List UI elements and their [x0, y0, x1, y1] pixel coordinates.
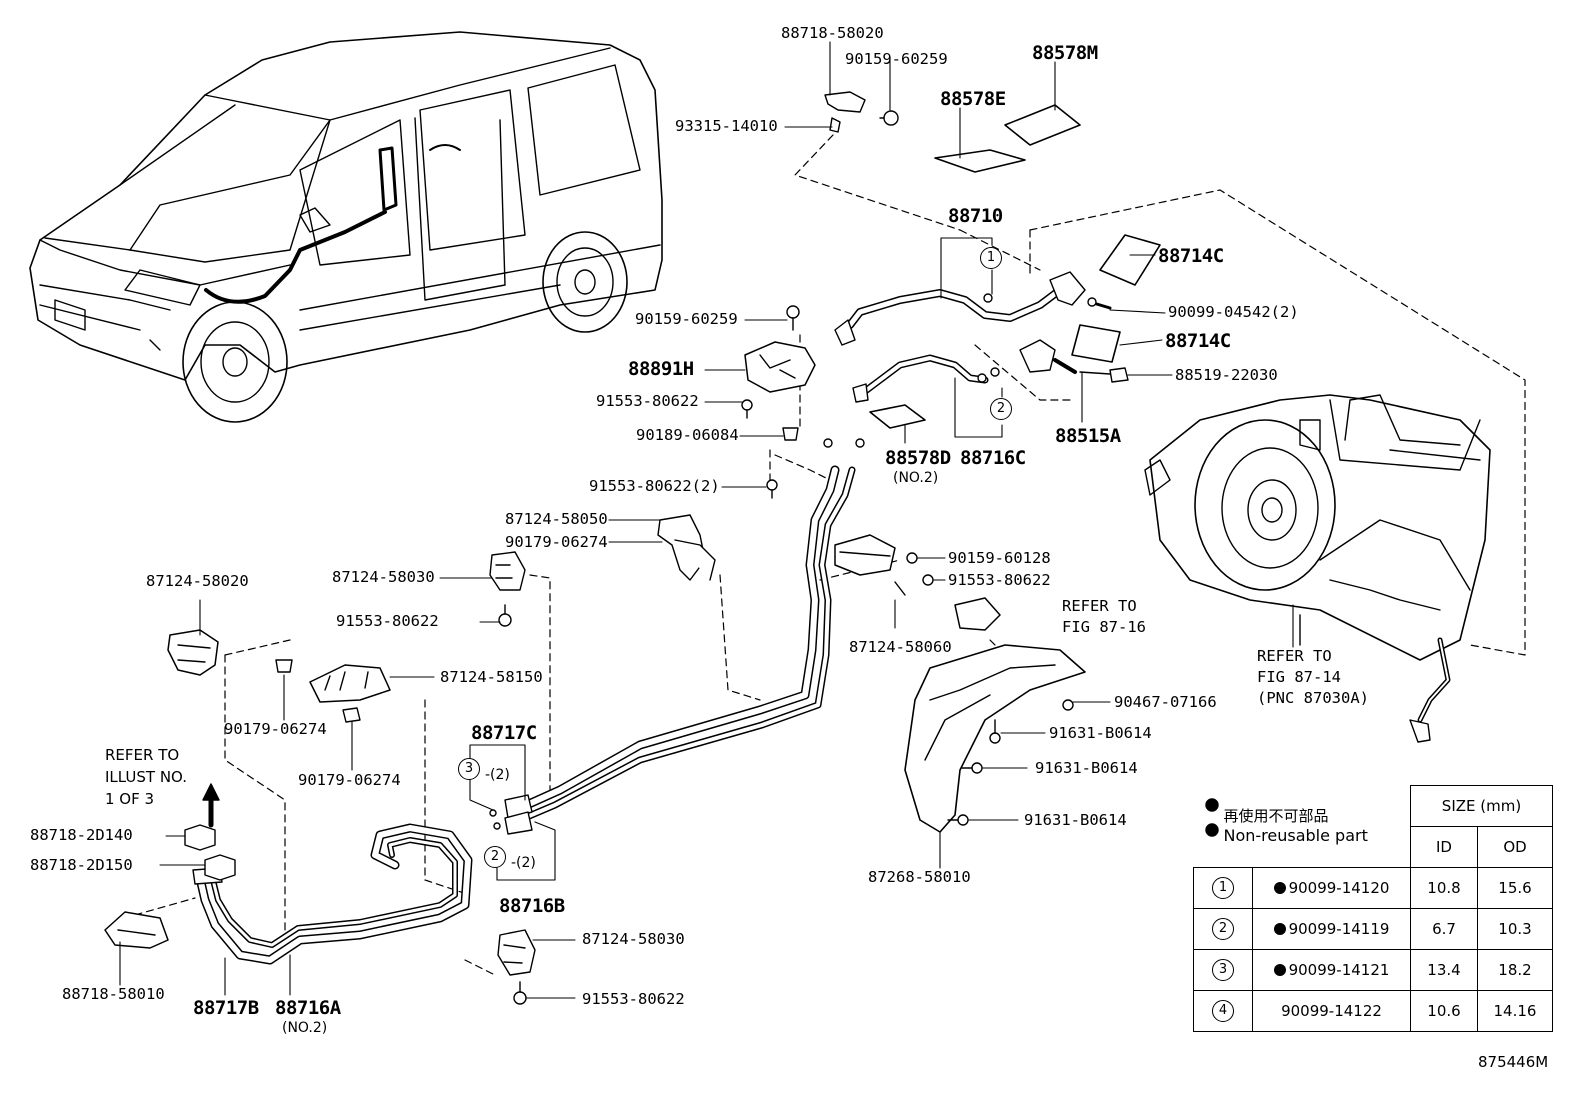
- part-label: 90179-06274: [224, 720, 327, 738]
- od-value: 10.3: [1477, 908, 1553, 950]
- size-header: SIZE (mm): [1410, 785, 1553, 827]
- part-label: 91631-B0614: [1024, 811, 1127, 829]
- refer-note: FIG 87-14: [1257, 668, 1341, 686]
- part-label: 88714C: [1158, 245, 1224, 267]
- part-label: 90159-60259: [635, 310, 738, 328]
- part-label: 91553-80622: [582, 990, 685, 1008]
- refer-note: 1 OF 3: [105, 790, 155, 808]
- part-label: 88716B: [499, 895, 565, 917]
- part-label: 88891H: [628, 358, 694, 380]
- refer-note: REFER TO: [1062, 597, 1137, 615]
- part-label: 88515A: [1055, 425, 1121, 447]
- part-label: (NO.2): [282, 1020, 328, 1036]
- o-ring-size-table: 再使用不可部品 Non-reusable part SIZE (mm) ID O…: [1193, 785, 1553, 1032]
- part-label: 91631-B0614: [1049, 724, 1152, 742]
- table-row: 2 90099-14119 6.7 10.3: [1193, 908, 1553, 950]
- row-number: 1: [1212, 877, 1234, 899]
- quantity-label: -(2): [511, 855, 536, 871]
- part-label: 88578E: [940, 88, 1006, 110]
- legend-note: 再使用不可部品 Non-reusable part: [1194, 786, 1411, 868]
- refer-note: (PNC 87030A): [1257, 689, 1369, 707]
- part-number: 90099-14119: [1288, 920, 1390, 938]
- part-label: 88519-22030: [1175, 366, 1278, 384]
- part-label: 90179-06274: [505, 533, 608, 551]
- id-value: 10.6: [1410, 990, 1478, 1032]
- table-row: 1 90099-14120 10.8 15.6: [1193, 867, 1553, 909]
- callout-2: 2: [990, 398, 1012, 420]
- part-label: 88718-58020: [781, 24, 884, 42]
- refrigerant-pipes: [192, 271, 1086, 965]
- part-label: 87124-58150: [440, 668, 543, 686]
- quantity-label: -(2): [485, 767, 510, 783]
- small-parts: [104, 91, 1161, 1005]
- non-reusable-en: Non-reusable part: [1223, 826, 1368, 846]
- part-label: 87124-58020: [146, 572, 249, 590]
- part-label: 88718-58010: [62, 985, 165, 1003]
- part-label: 91553-80622: [336, 612, 439, 630]
- non-reusable-dot-icon: [1273, 882, 1286, 894]
- part-number: 90099-14120: [1288, 879, 1390, 897]
- table-row: 4 90099-14122 10.6 14.16: [1193, 990, 1553, 1032]
- id-value: 6.7: [1410, 908, 1478, 950]
- part-label: 93315-14010: [675, 117, 778, 135]
- part-label: 87268-58010: [868, 868, 971, 886]
- part-label: 90099-04542(2): [1168, 303, 1299, 321]
- leader-lines: [119, 41, 1294, 999]
- part-label: 90467-07166: [1114, 693, 1217, 711]
- part-label: 88578D: [885, 447, 951, 469]
- part-label: 87124-58050: [505, 510, 608, 528]
- part-label: 90159-60128: [948, 549, 1051, 567]
- part-label: 87124-58060: [849, 638, 952, 656]
- non-reusable-jp: 再使用不可部品: [1223, 807, 1329, 826]
- id-value: 13.4: [1410, 949, 1478, 991]
- od-value: 18.2: [1477, 949, 1553, 991]
- row-number: 3: [1212, 959, 1234, 981]
- refer-note: FIG 87-16: [1062, 618, 1146, 636]
- non-reusable-dot-icon: [1273, 964, 1286, 976]
- part-label: 91553-80622: [948, 571, 1051, 589]
- hvac-unit-illustration: [1144, 394, 1491, 743]
- diagram-id: 875446M: [1478, 1053, 1549, 1071]
- part-label: 88716A: [275, 997, 341, 1019]
- id-value: 10.8: [1410, 867, 1478, 909]
- part-label: 91631-B0614: [1035, 759, 1138, 777]
- row-number: 2: [1212, 918, 1234, 940]
- part-label: 88717C: [471, 722, 537, 744]
- id-header: ID: [1410, 826, 1478, 868]
- part-label: 88714C: [1165, 330, 1231, 352]
- part-label: 88716C: [960, 447, 1026, 469]
- part-label: 88717B: [193, 997, 259, 1019]
- part-label: 91553-80622(2): [589, 477, 720, 495]
- refer-note: REFER TO: [105, 746, 180, 764]
- part-label: 88578M: [1032, 42, 1098, 64]
- part-number: 90099-14121: [1288, 961, 1390, 979]
- od-value: 14.16: [1477, 990, 1553, 1032]
- part-number: 90099-14122: [1281, 1002, 1382, 1020]
- refer-note: ILLUST NO.: [105, 768, 188, 786]
- part-label: 88718-2D150: [30, 856, 133, 874]
- part-label: 87124-58030: [332, 568, 435, 586]
- vehicle-illustration: [29, 31, 663, 423]
- part-label: 90159-60259: [845, 50, 948, 68]
- od-value: 15.6: [1477, 867, 1553, 909]
- refer-note: REFER TO: [1257, 647, 1332, 665]
- part-label: (NO.2): [893, 470, 939, 486]
- part-label: 88718-2D140: [30, 826, 133, 844]
- callout-2-lower: 2: [484, 846, 506, 868]
- part-label: 91553-80622: [596, 392, 699, 410]
- legend-bullets: [1205, 798, 1219, 837]
- callout-1: 1: [980, 247, 1002, 269]
- part-label: 88710: [948, 205, 1003, 227]
- table-row: 3 90099-14121 13.4 18.2: [1193, 949, 1553, 991]
- part-label: 90189-06084: [636, 426, 739, 444]
- non-reusable-dot-icon: [1273, 923, 1286, 935]
- part-label: 87124-58030: [582, 930, 685, 948]
- od-header: OD: [1477, 826, 1553, 868]
- row-number: 4: [1212, 1000, 1234, 1022]
- part-label: 90179-06274: [298, 771, 401, 789]
- callout-3: 3: [458, 758, 480, 780]
